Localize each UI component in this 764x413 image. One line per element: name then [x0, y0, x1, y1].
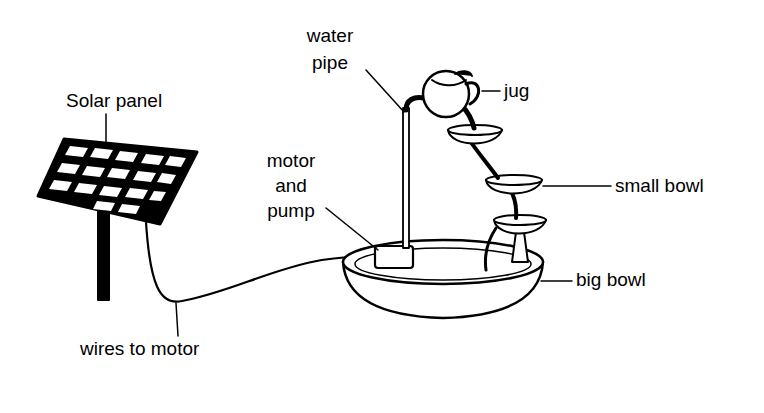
stand — [512, 232, 528, 262]
jug — [423, 71, 469, 117]
part-label: small bowl — [615, 175, 704, 197]
part-label: water pipe — [292, 22, 368, 76]
pipe — [403, 108, 409, 248]
water-stream — [485, 228, 496, 270]
label-text: Solar panel — [66, 90, 162, 111]
label-text: wires to motor — [80, 338, 199, 359]
part-label: jug — [504, 80, 529, 102]
leader-line — [176, 303, 178, 336]
label-text: small bowl — [615, 175, 704, 196]
part-label: Solar panel — [66, 90, 162, 112]
part-label: wires to motor — [80, 338, 199, 360]
leader-lines — [106, 70, 611, 336]
leader-line — [105, 114, 107, 142]
solar-panel-frame — [38, 139, 197, 224]
part-label: motor and pump — [258, 148, 324, 223]
jug-handle — [466, 83, 479, 104]
leader-line — [366, 70, 404, 112]
leader-line — [543, 185, 611, 187]
pipe-bend — [406, 98, 424, 111]
solar-cells — [49, 146, 186, 214]
panel-post — [98, 205, 109, 300]
label-text: motor and pump — [258, 148, 324, 223]
leader-line — [326, 208, 378, 250]
label-text: jug — [504, 80, 529, 101]
jug-mouth — [455, 71, 472, 76]
part-label: big bowl — [576, 269, 646, 291]
label-text: water pipe — [292, 22, 368, 76]
leader-line — [541, 280, 572, 282]
small-bowl-3-rim — [494, 215, 546, 225]
label-text: big bowl — [576, 269, 646, 290]
jug-neck — [432, 80, 466, 85]
leader-line — [482, 90, 500, 92]
pump-box — [375, 246, 413, 268]
